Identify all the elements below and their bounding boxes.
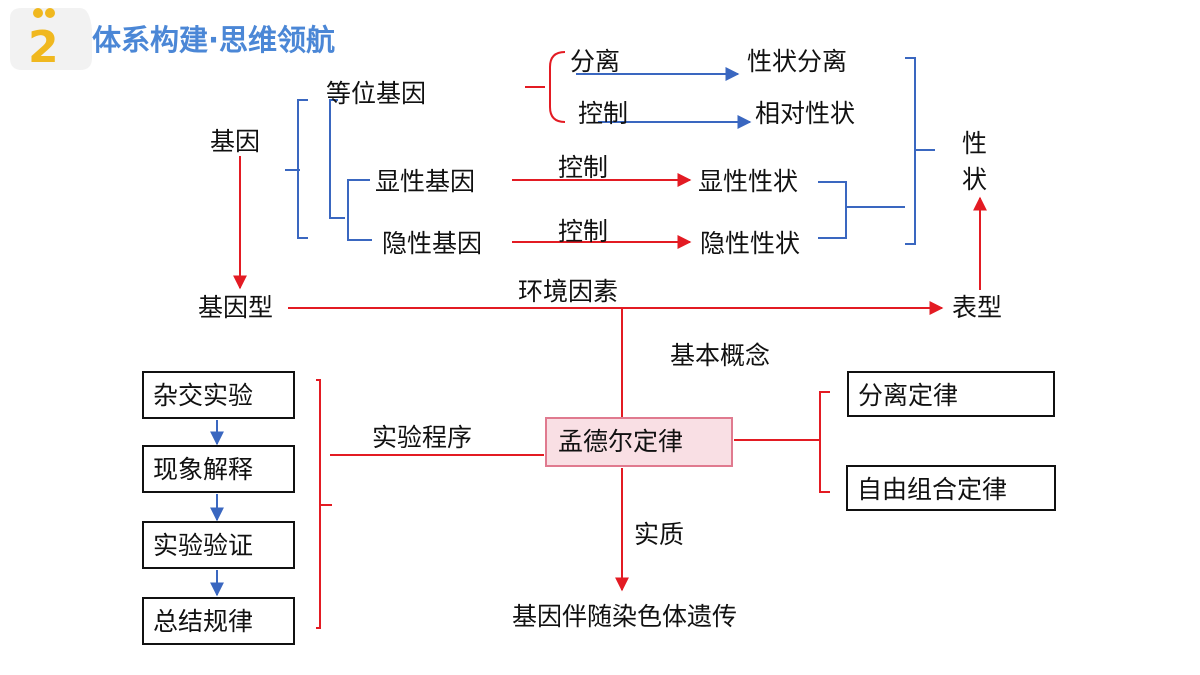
label-basic-concepts: 基本概念 <box>670 341 770 370</box>
label-allele: 等位基因 <box>326 79 426 108</box>
label-trait-char1: 性 <box>962 129 987 158</box>
label-recessive-gene: 隐性基因 <box>382 229 482 258</box>
header: 2 体系构建·思维领航 <box>10 8 335 73</box>
law-label: 分离定律 <box>858 381 958 410</box>
section-title: 体系构建·思维领航 <box>92 23 335 57</box>
step-label: 总结规律 <box>153 607 253 636</box>
label-phenotype: 表型 <box>952 293 1002 322</box>
eye-icon <box>33 8 43 18</box>
step-box <box>142 521 295 569</box>
center-label: 孟德尔定律 <box>558 427 683 456</box>
label-gene-chromosome: 基因伴随染色体遗传 <box>512 602 737 631</box>
label-experiment-procedure: 实验程序 <box>372 423 472 452</box>
step-box <box>142 445 295 493</box>
procedure-steps: 杂交实验 现象解释 实验验证 总结规律 <box>142 371 295 645</box>
label-dominant-gene: 显性基因 <box>375 167 475 196</box>
label-trait-separation: 性状分离 <box>747 47 847 76</box>
law-box <box>846 465 1056 511</box>
step-box <box>142 371 295 419</box>
law-box <box>847 371 1055 417</box>
label-control: 控制 <box>578 99 628 128</box>
section-number: 2 <box>28 22 59 73</box>
label-gene: 基因 <box>210 127 260 156</box>
laws: 分离定律 自由组合定律 <box>846 371 1056 511</box>
label-dominant-trait: 显性性状 <box>698 167 798 196</box>
label-relative-traits: 相对性状 <box>755 99 855 128</box>
law-label: 自由组合定律 <box>857 475 1007 504</box>
step-box <box>142 597 295 645</box>
label-environment: 环境因素 <box>518 277 618 306</box>
step-label: 实验验证 <box>153 531 253 560</box>
step-label: 杂交实验 <box>153 381 253 410</box>
label-control: 控制 <box>558 217 608 246</box>
label-separation: 分离 <box>570 47 620 76</box>
step-label: 现象解释 <box>153 455 253 484</box>
gene-hierarchy-lines <box>210 57 935 597</box>
center-box <box>545 417 733 467</box>
label-genotype: 基因型 <box>198 293 273 322</box>
badge-icon <box>10 8 92 70</box>
red-lines <box>233 51 987 629</box>
eye-icon <box>45 8 55 18</box>
label-essence: 实质 <box>634 520 684 549</box>
label-recessive-trait: 隐性性状 <box>700 229 800 258</box>
label-trait-char2: 状 <box>962 165 987 194</box>
label-control: 控制 <box>558 153 608 182</box>
